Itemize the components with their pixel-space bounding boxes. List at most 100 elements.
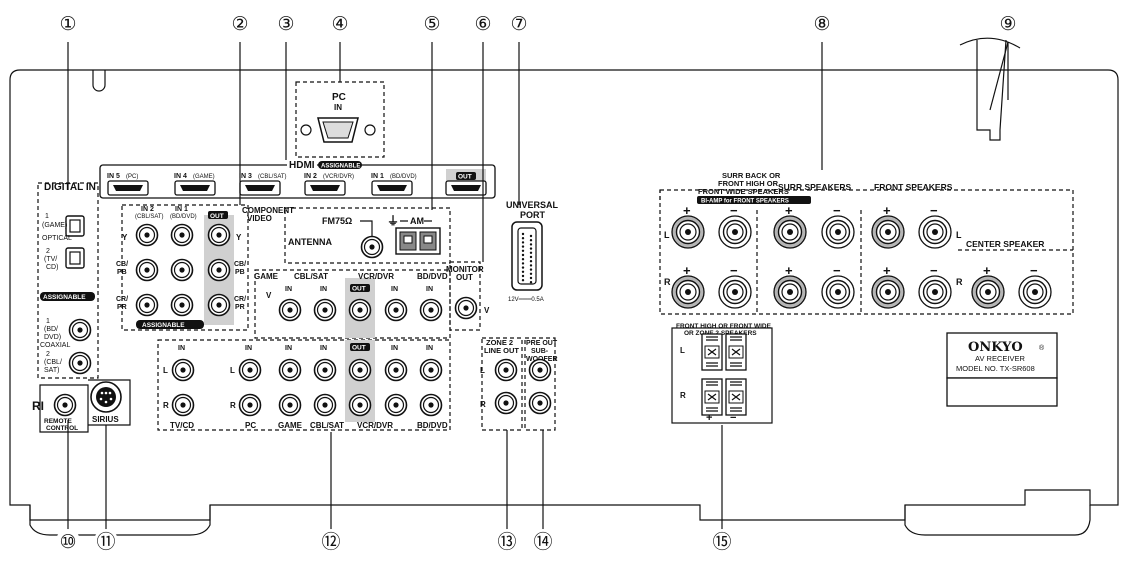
hdmi-port-0[interactable]: [107, 180, 149, 196]
optical-label: OPTICAL: [42, 235, 72, 242]
speaker-post-0-2[interactable]: [773, 215, 807, 249]
digital-in-title: DIGITAL IN: [44, 182, 96, 193]
center-post-0[interactable]: [971, 275, 1005, 309]
svg-text:PB: PB: [117, 269, 127, 276]
speaker-post-0-3[interactable]: [821, 215, 855, 249]
audio-jack-l-0[interactable]: [171, 358, 195, 382]
universal-port[interactable]: [511, 221, 543, 291]
audio-jack-l-3[interactable]: [313, 358, 337, 382]
zone2-out-r[interactable]: [494, 391, 518, 415]
subwoofer-out-2[interactable]: [528, 391, 552, 415]
component-jack-1-2[interactable]: [170, 293, 194, 317]
hdmi-port-1[interactable]: [174, 180, 216, 196]
component-jack-1-1[interactable]: [170, 258, 194, 282]
zone2-speaker-clip-0[interactable]: [701, 333, 723, 371]
svg-text:2: 2: [46, 351, 50, 358]
hdmi-port-4[interactable]: [371, 180, 413, 196]
optical-port-2[interactable]: [65, 247, 85, 269]
monitor-out-jack[interactable]: [454, 296, 478, 320]
audio-jack-l-4[interactable]: [348, 358, 372, 382]
chassis-foot-left: [29, 505, 211, 536]
zone2-speaker-clip-1[interactable]: [725, 333, 747, 371]
audio-jack-r-3[interactable]: [313, 393, 337, 417]
callout-9: ⑨: [999, 13, 1016, 35]
svg-text:L: L: [680, 346, 685, 355]
component-jack-2-2[interactable]: [207, 293, 231, 317]
audio-jack-l-2[interactable]: [278, 358, 302, 382]
audio-jack-r-5[interactable]: [384, 393, 408, 417]
component-jack-1-0[interactable]: [170, 223, 194, 247]
svg-text:+: +: [785, 203, 793, 218]
zone2-speaker-clip-3[interactable]: [725, 378, 747, 416]
hdmi-port-2[interactable]: [239, 180, 281, 196]
zone2-label: ZONE 2: [486, 338, 513, 347]
zone2-out-l[interactable]: [494, 358, 518, 382]
callout-8: ⑧: [813, 13, 830, 35]
component-jack-0-2[interactable]: [135, 293, 159, 317]
antenna-group: [284, 207, 451, 264]
hdmi-label-0: IN 5: [107, 173, 120, 180]
optical-port-1[interactable]: [65, 215, 85, 237]
speaker-post-0-1[interactable]: [718, 215, 752, 249]
audio-jack-l-1[interactable]: [238, 358, 262, 382]
center-post-1[interactable]: [1018, 275, 1052, 309]
monitor-out-group: [449, 261, 481, 331]
speaker-post-1-2[interactable]: [773, 275, 807, 309]
audio-jack-r-6[interactable]: [419, 393, 443, 417]
hdmi-port-3[interactable]: [304, 180, 346, 196]
audio-jack-l-6[interactable]: [419, 358, 443, 382]
hdmi-port-5[interactable]: [445, 180, 487, 196]
speaker-post-1-4[interactable]: [871, 275, 905, 309]
speaker-post-1-3[interactable]: [821, 275, 855, 309]
speaker-post-1-0[interactable]: [671, 275, 705, 309]
callout-11: ⑪: [96, 531, 115, 553]
video-jack-3[interactable]: [384, 298, 408, 322]
zone2-speaker-clip-2[interactable]: [701, 378, 723, 416]
component-jack-2-0[interactable]: [207, 223, 231, 247]
audio-jack-r-0[interactable]: [171, 393, 195, 417]
video-jack-2[interactable]: [348, 298, 372, 322]
coaxial-port-1[interactable]: [68, 318, 92, 342]
am-antenna-terminal[interactable]: [395, 227, 441, 255]
svg-text:IN: IN: [245, 345, 252, 352]
svg-text:CD): CD): [46, 264, 58, 271]
video-jack-4[interactable]: [419, 298, 443, 322]
zone2-speakers-group: [671, 327, 773, 424]
speaker-post-0-5[interactable]: [918, 215, 952, 249]
chassis-foot-right: [904, 505, 1091, 536]
subwoofer-out-1[interactable]: [528, 358, 552, 382]
fm-antenna-jack[interactable]: [360, 235, 384, 259]
svg-text:+: +: [983, 263, 991, 278]
universal-port-label: UNIVERSAL: [506, 200, 559, 210]
audio-jack-r-2[interactable]: [278, 393, 302, 417]
badge-line2: MODEL NO. TX-SR608: [956, 364, 1035, 373]
svg-text:IN: IN: [320, 345, 327, 352]
svg-text:PB: PB: [235, 269, 245, 276]
pc-vga-port[interactable]: [300, 117, 376, 143]
component-jack-0-1[interactable]: [135, 258, 159, 282]
audio-col-1: PC: [245, 421, 256, 430]
svg-text:L: L: [664, 230, 670, 240]
svg-text:VIDEO: VIDEO: [247, 214, 272, 223]
speaker-post-1-1[interactable]: [718, 275, 752, 309]
component-jack-2-1[interactable]: [207, 258, 231, 282]
audio-jack-r-1[interactable]: [238, 393, 262, 417]
speaker-post-1-5[interactable]: [918, 275, 952, 309]
component-jack-0-0[interactable]: [135, 223, 159, 247]
hdmi-label-1: IN 4: [174, 173, 187, 180]
audio-jack-r-4[interactable]: [348, 393, 372, 417]
screw-hook: [92, 70, 106, 92]
callout-12: ⑫: [321, 531, 340, 553]
svg-text:IN: IN: [334, 103, 342, 112]
speaker-post-0-4[interactable]: [871, 215, 905, 249]
sirius-port[interactable]: [90, 381, 122, 413]
audio-jack-l-5[interactable]: [384, 358, 408, 382]
video-jack-1[interactable]: [313, 298, 337, 322]
coaxial-port-2[interactable]: [68, 351, 92, 375]
video-jack-0[interactable]: [278, 298, 302, 322]
badge-line1: AV RECEIVER: [975, 354, 1025, 363]
speaker-post-0-0[interactable]: [671, 215, 705, 249]
remote-control-jack[interactable]: [53, 393, 77, 417]
svg-text:+: +: [683, 263, 691, 278]
callout-1: ①: [59, 13, 76, 35]
